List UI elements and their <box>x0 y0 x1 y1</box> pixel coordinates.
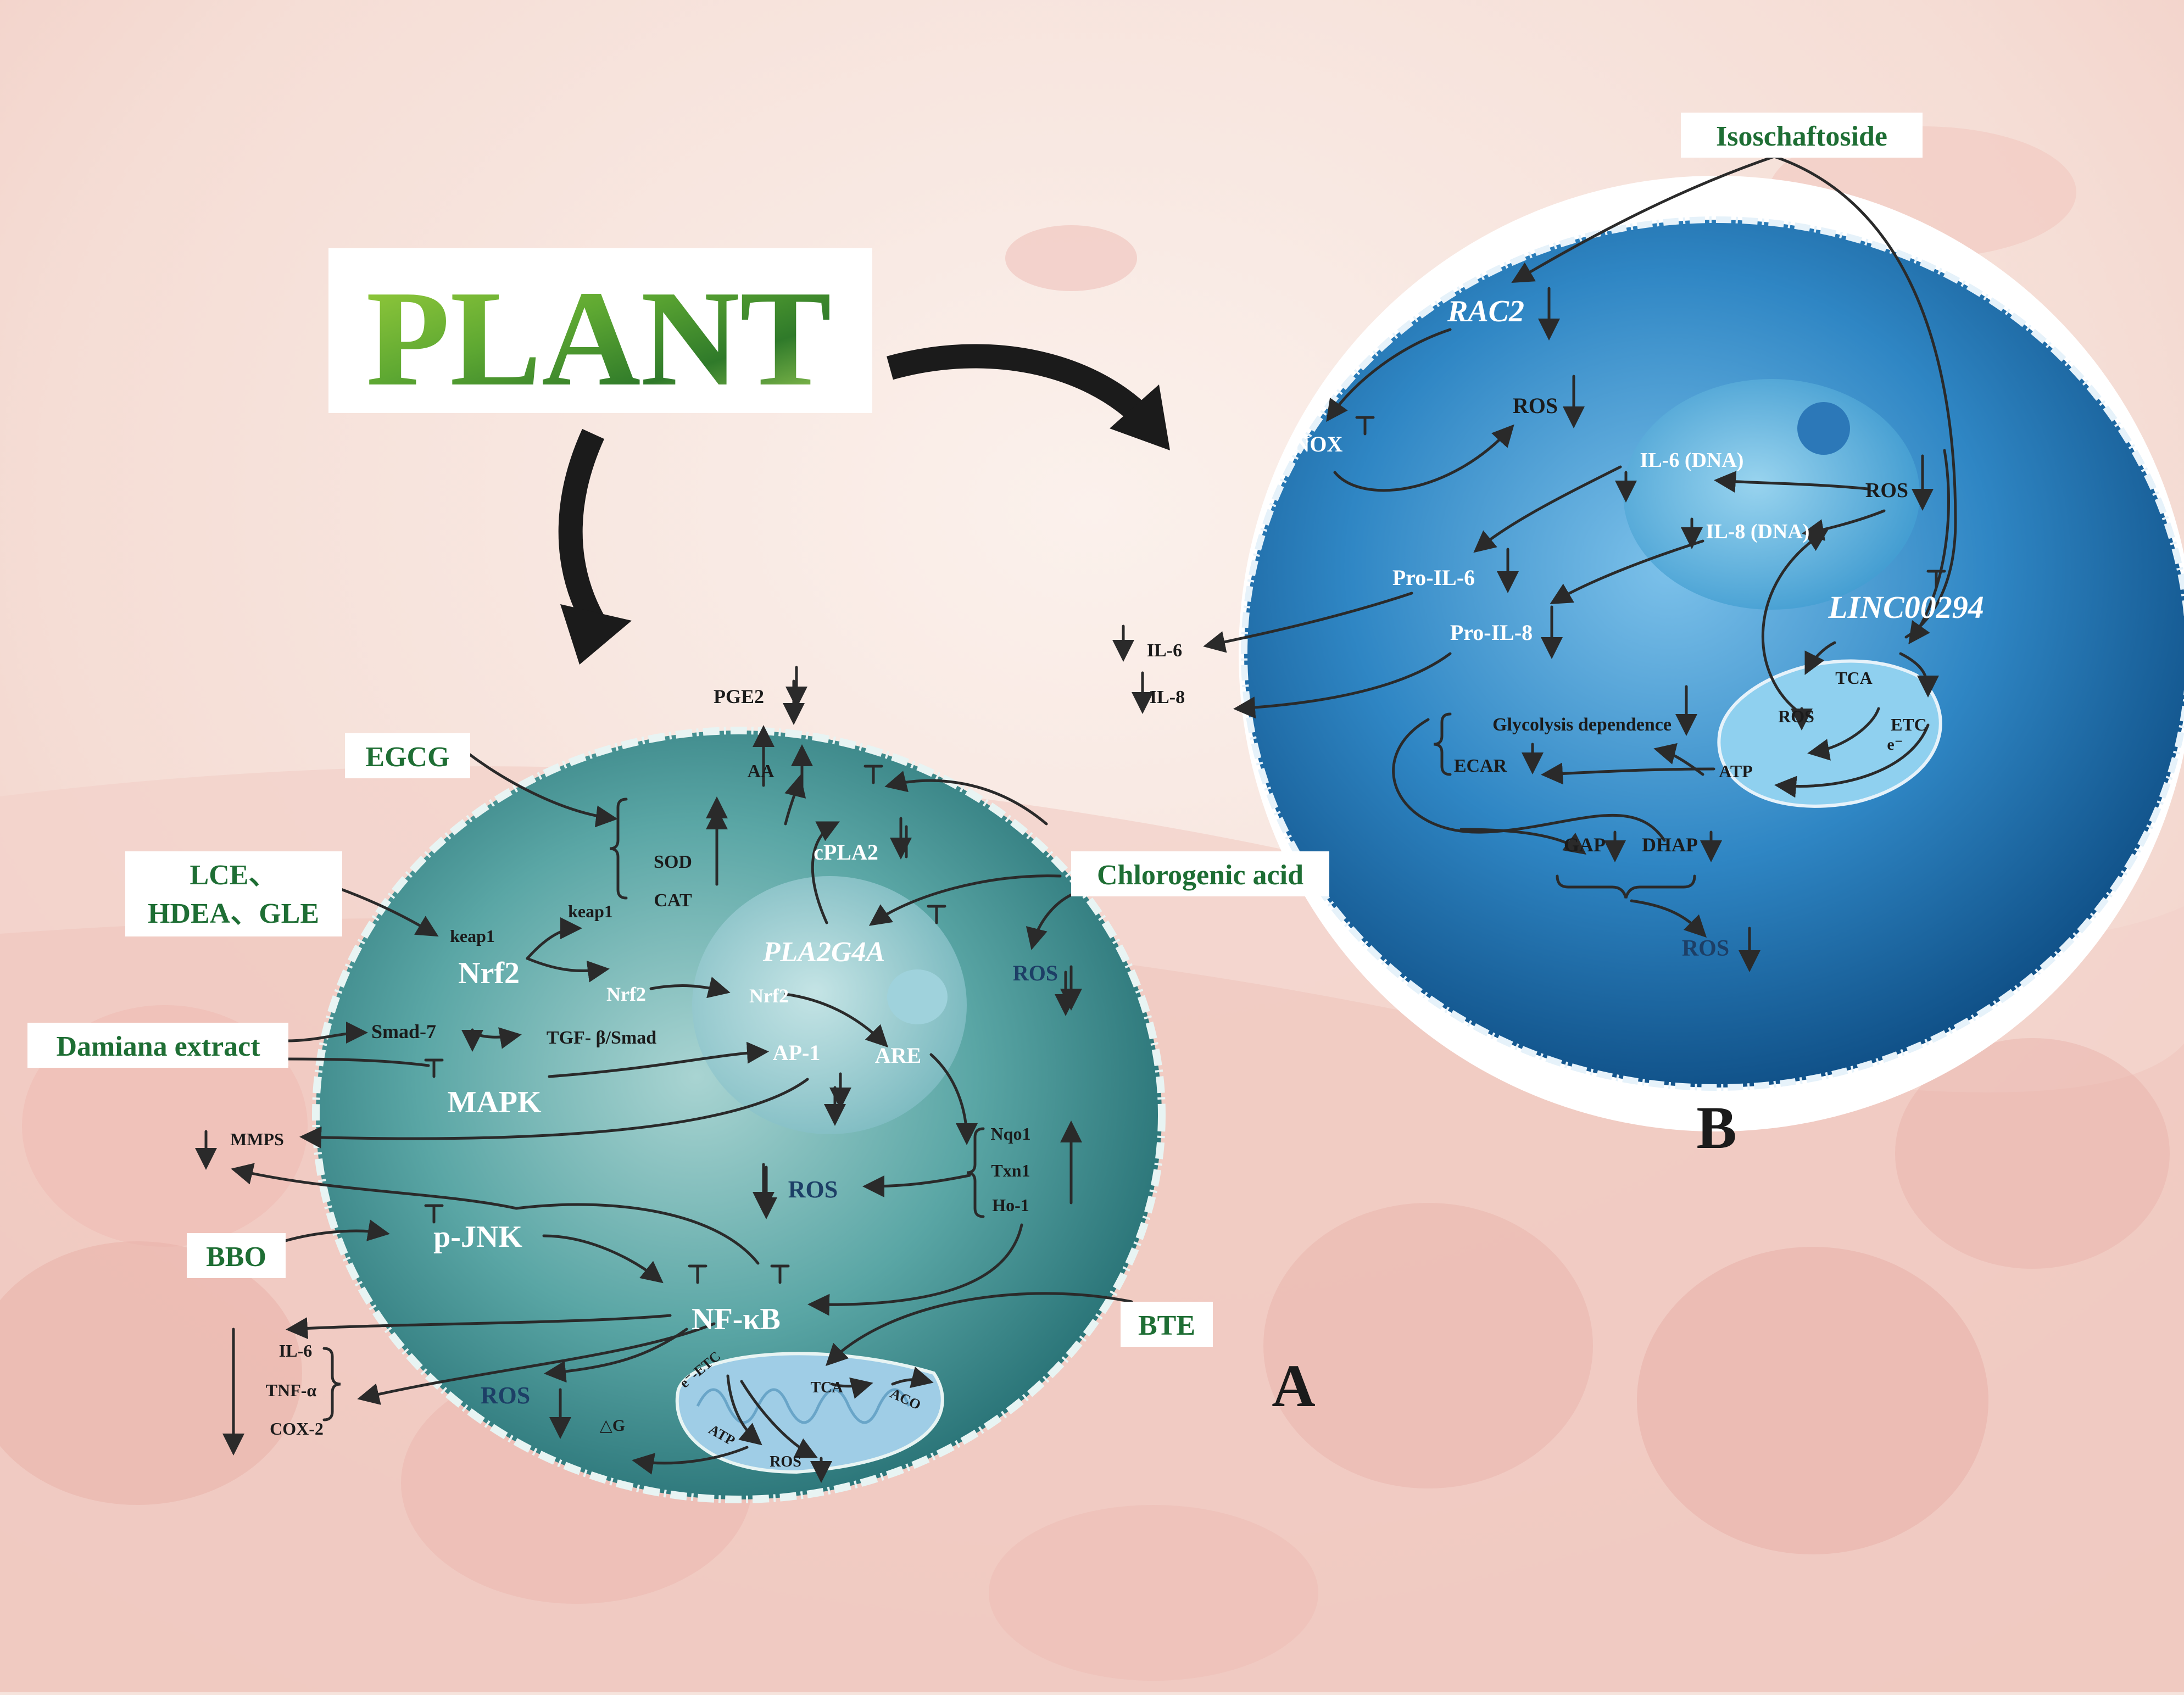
panel-b-inhibitions <box>1355 416 1946 589</box>
a-sod: SOD <box>654 852 692 872</box>
mitochondrion-b <box>1717 659 1942 808</box>
panel-a-inhibitions <box>424 765 946 1284</box>
plant-title-box <box>328 248 872 413</box>
a-tca: TCA <box>810 1379 843 1396</box>
a-keap1-free: keap1 <box>568 901 613 921</box>
a-tnfa: TNF-α <box>266 1380 317 1400</box>
b-ros-4: ROS <box>1682 936 1729 961</box>
compound-isoschaftoside: Isoschaftoside <box>1716 121 1887 152</box>
cell-a <box>312 727 1166 1503</box>
a-txn1: Txn1 <box>991 1161 1030 1180</box>
panel-b-labels: RAC2 ROS NOX IL-6 (DNA) ROS IL-8 (DNA) P… <box>1147 294 1984 961</box>
a-smad7: Smad-7 <box>371 1021 436 1042</box>
b-il6: IL-6 <box>1147 640 1182 661</box>
a-pla2g4a: PLA2G4A <box>762 936 885 968</box>
plant-title: PLANT <box>366 263 831 415</box>
compound-hdea-gle: HDEA、GLE <box>148 898 319 929</box>
a-are: ARE <box>875 1043 921 1068</box>
compound-labels: EGCG LCE、 HDEA、GLE Damiana extract BBO C… <box>27 113 1923 1347</box>
compound-egcg: EGCG <box>365 741 449 773</box>
panel-a-labels: PGE2 AA cPLA2 SOD CAT keap1 keap1 Nrf2 N… <box>230 685 1058 1470</box>
compound-bte: BTE <box>1138 1310 1195 1341</box>
a-keap1-bound: keap1 <box>450 926 495 946</box>
a-ros-4: ROS <box>770 1453 801 1470</box>
b-rac2: RAC2 <box>1447 294 1524 328</box>
b-nox: NOX <box>1294 432 1343 456</box>
a-nfkb: NF-κB <box>692 1302 781 1336</box>
b-il6-dna: IL-6 (DNA) <box>1640 449 1744 472</box>
plant-to-a-arrow <box>558 428 605 627</box>
b-il8: IL-8 <box>1150 687 1185 707</box>
a-cat: CAT <box>654 890 692 911</box>
a-aa: AA <box>747 761 775 782</box>
b-ros-3: ROS <box>1778 706 1814 726</box>
nucleolus-a <box>887 969 948 1024</box>
a-cpla2: cPLA2 <box>814 840 878 865</box>
a-ros-1: ROS <box>1013 961 1058 985</box>
a-il6: IL-6 <box>279 1341 312 1361</box>
a-ho1: Ho-1 <box>992 1195 1029 1215</box>
a-nrf2-nuc: Nrf2 <box>749 985 789 1007</box>
panel-b-arrows <box>1112 155 1957 972</box>
a-mapk: MAPK <box>447 1085 542 1119</box>
b-linc00294: LINC00294 <box>1828 589 1984 625</box>
a-delta-g: △G <box>600 1417 625 1435</box>
b-ros-1: ROS <box>1513 393 1558 418</box>
plant-to-b-arrow <box>887 344 1151 426</box>
nucleolus-b <box>1797 402 1850 455</box>
b-pro-il6: Pro-IL-6 <box>1392 565 1475 590</box>
a-nqo1: Nqo1 <box>991 1124 1031 1144</box>
a-ap1: AP-1 <box>773 1040 821 1065</box>
a-ros-2: ROS <box>788 1176 838 1203</box>
panel-label-b: B <box>1696 1094 1736 1161</box>
a-pjnk: p-JNK <box>433 1220 522 1254</box>
b-il8-dna: IL-8 (DNA) <box>1706 520 1810 543</box>
b-gap: GAP <box>1564 834 1606 856</box>
compound-chlorogenic-acid: Chlorogenic acid <box>1097 860 1303 891</box>
a-nrf2-main: Nrf2 <box>458 956 520 990</box>
compound-bbo: BBO <box>206 1241 266 1273</box>
panel-a-arrows <box>195 666 1133 1483</box>
a-ros-3: ROS <box>481 1382 530 1409</box>
a-tgf: TGF- β/Smad <box>547 1028 656 1048</box>
a-cox2: COX-2 <box>270 1419 324 1438</box>
b-ros-2: ROS <box>1865 479 1908 502</box>
panel-label-a: A <box>1272 1352 1315 1419</box>
a-mmps: MMPS <box>230 1129 284 1149</box>
b-pro-il8: Pro-IL-8 <box>1450 620 1533 645</box>
b-etc: ETC <box>1891 715 1927 734</box>
compound-lce: LCE、 <box>190 860 277 891</box>
a-nrf2-cyto: Nrf2 <box>606 983 646 1005</box>
b-glycolysis: Glycolysis dependence <box>1492 715 1672 735</box>
compound-damiana: Damiana extract <box>56 1031 260 1062</box>
b-dhap: DHAP <box>1642 834 1698 856</box>
cell-b <box>1239 176 2184 1131</box>
plant-arrows <box>558 344 1170 665</box>
plant-title-group: PLANT <box>328 248 872 415</box>
b-atp: ATP <box>1719 761 1753 781</box>
b-electron: e⁻ <box>1887 735 1903 754</box>
b-ecar: ECAR <box>1454 756 1507 776</box>
a-pge2: PGE2 <box>714 685 764 707</box>
b-tca: TCA <box>1835 668 1873 688</box>
